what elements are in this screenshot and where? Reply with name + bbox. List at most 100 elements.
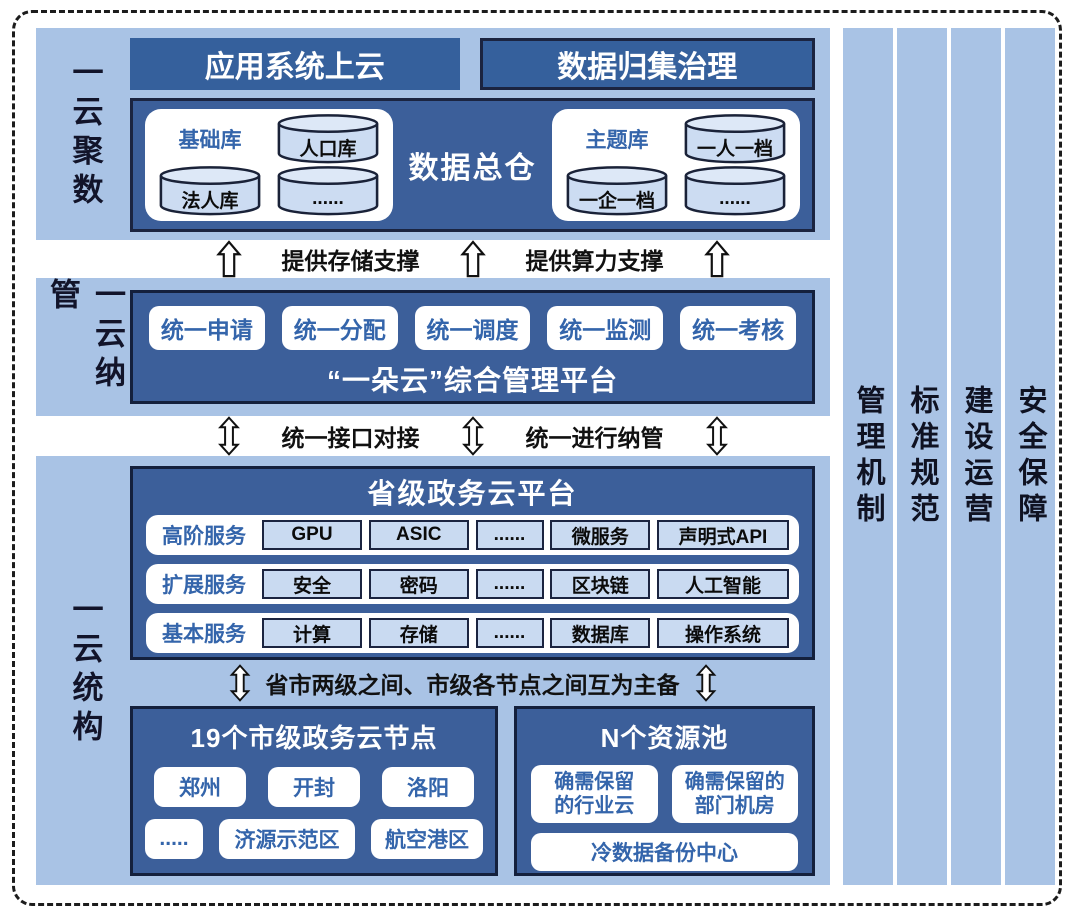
pillar-standards-norms: 标准规范 <box>897 28 947 885</box>
advanced-services-label: 高阶服务 <box>162 525 246 548</box>
base-database-group: 基础库 人口库 法人库 <box>145 109 393 221</box>
unified-assess-button: 统一考核 <box>680 306 796 350</box>
compute-support-label: 提供算力支撑 <box>525 248 664 274</box>
service-item: ASIC <box>368 520 469 550</box>
city-node: 洛阳 <box>382 767 474 807</box>
resource-pools-panel: N个资源池 确需保留 的行业云 确需保留的 部门机房 冷数据备份中心 <box>514 706 815 876</box>
section-cloud-unified-management: 一云纳管 统一申请 统一分配 统一调度 统一监测 统一考核 “一朵云”综合管理平… <box>36 278 830 416</box>
unified-allocate-button: 统一分配 <box>281 306 398 350</box>
section-cloud-unified-structure: 一云统构 省级政务云平台 高阶服务 GPU ASIC ...... 微服务 声明… <box>36 456 830 885</box>
section-side-label: 一云纳管 <box>45 278 125 395</box>
unified-manage-label: 统一进行纳管 <box>525 425 664 451</box>
service-item-ellipsis: ...... <box>475 569 544 599</box>
service-items: 安全 密码 ...... 区块链 人工智能 <box>262 569 789 599</box>
pillar-label: 标准规范 <box>906 384 938 529</box>
one-cloud-platform-title: “一朵云”综合管理平台 <box>326 365 618 396</box>
city-nodes-title: 19个市级政务云节点 <box>190 723 438 753</box>
resource-pool-row: 确需保留 的行业云 确需保留的 部门机房 <box>531 765 798 823</box>
primary-backup-sync-row: 省市两级之间、市级各节点之间互为主备 <box>130 664 815 702</box>
data-collection-governance-header: 数据归集治理 <box>479 38 815 90</box>
cylinder-icon <box>684 166 786 216</box>
data-warehouse-panel: 基础库 人口库 法人库 <box>130 98 815 232</box>
cylinder-label: ...... <box>719 188 751 209</box>
unified-buttons-row: 统一申请 统一分配 统一调度 统一监测 统一考核 <box>149 306 796 350</box>
app-system-to-cloud-header: 应用系统上云 <box>130 38 460 90</box>
pillar-management-mechanism: 管理机制 <box>843 28 893 885</box>
unified-apply-button: 统一申请 <box>149 306 265 350</box>
city-cloud-nodes-panel: 19个市级政务云节点 郑州 开封 洛阳 ..... 济源示范区 航空港区 <box>130 706 498 876</box>
city-node: 开封 <box>268 767 360 807</box>
city-node: 济源示范区 <box>219 819 355 859</box>
service-items: 计算 存储 ...... 数据库 操作系统 <box>262 618 789 648</box>
storage-support-label: 提供存储支撑 <box>281 248 420 274</box>
city-row: 郑州 开封 洛阳 <box>133 767 495 807</box>
cylinder-label: 一人一档 <box>696 138 773 160</box>
retained-industry-cloud: 确需保留 的行业云 <box>531 765 658 823</box>
pillar-construction-operation: 建设运营 <box>951 28 1001 885</box>
pillar-label: 安全保障 <box>1014 384 1046 529</box>
service-item: 操作系统 <box>657 618 789 648</box>
up-arrow-icon <box>215 240 242 278</box>
pillar-security-assurance: 安全保障 <box>1005 28 1055 885</box>
double-arrow-icon <box>217 416 240 456</box>
theme-database-group: 主题库 一人一档 一企一档 <box>552 109 800 221</box>
provincial-cloud-platform-panel: 省级政务云平台 高阶服务 GPU ASIC ...... 微服务 声明式API … <box>130 466 815 660</box>
database-cylinder: ...... <box>274 165 382 217</box>
storage-compute-support-row: 提供存储支撑 提供算力支撑 <box>130 239 815 279</box>
cylinder-icon <box>566 166 668 216</box>
double-arrow-icon <box>695 664 716 702</box>
interface-connect-row: 统一接口对接 统一进行纳管 <box>130 416 815 456</box>
database-cylinder: 一人一档 <box>681 113 789 165</box>
service-item: 声明式API <box>657 520 789 550</box>
cold-data-backup-center: 冷数据备份中心 <box>531 833 798 871</box>
unified-monitor-button: 统一监测 <box>547 306 664 350</box>
database-cylinder: 一企一档 <box>563 165 671 217</box>
double-arrow-icon <box>705 416 728 456</box>
cylinder-label: 法人库 <box>181 190 239 212</box>
cylinder-icon <box>277 166 379 216</box>
service-item: GPU <box>262 520 362 550</box>
data-warehouse-title: 数据总仓 <box>408 152 537 185</box>
city-node: 郑州 <box>154 767 246 807</box>
dashed-outer-border <box>12 10 1062 906</box>
advanced-services-row: 高阶服务 GPU ASIC ...... 微服务 声明式API <box>146 515 799 555</box>
base-db-label: 基础库 <box>178 129 242 152</box>
service-item: 密码 <box>368 569 469 599</box>
service-item: 安全 <box>262 569 362 599</box>
interface-connect-label: 统一接口对接 <box>281 425 420 451</box>
service-items: GPU ASIC ...... 微服务 声明式API <box>262 520 789 550</box>
service-item-ellipsis: ...... <box>475 520 544 550</box>
basic-services-row: 基本服务 计算 存储 ...... 数据库 操作系统 <box>146 613 799 653</box>
city-node-ellipsis: ..... <box>145 819 203 859</box>
extended-services-label: 扩展服务 <box>162 574 246 597</box>
service-item: 区块链 <box>550 569 651 599</box>
section-side-label: 一云统构 <box>67 592 103 749</box>
cylinder-label: 人口库 <box>299 138 357 160</box>
theme-db-label: 主题库 <box>585 129 649 152</box>
service-item-ellipsis: ...... <box>475 618 544 648</box>
city-row: ..... 济源示范区 航空港区 <box>133 819 495 859</box>
resource-pools-title: N个资源池 <box>600 723 729 753</box>
retained-department-room: 确需保留的 部门机房 <box>671 765 798 823</box>
cylinder-label: 一企一档 <box>578 190 655 212</box>
section1-header-row: 应用系统上云 数据归集治理 <box>130 38 815 90</box>
city-node: 航空港区 <box>371 819 483 859</box>
service-item: 存储 <box>368 618 469 648</box>
pillar-label: 管理机制 <box>852 384 884 529</box>
unified-schedule-button: 统一调度 <box>414 306 531 350</box>
resource-pool-row: 冷数据备份中心 <box>531 833 798 871</box>
service-item: 数据库 <box>550 618 651 648</box>
database-cylinder: 人口库 <box>274 113 382 165</box>
service-item: 微服务 <box>550 520 651 550</box>
double-arrow-icon <box>461 416 484 456</box>
provincial-platform-title: 省级政务云平台 <box>367 478 578 509</box>
section-cloud-data-aggregation: 一云聚数 应用系统上云 数据归集治理 基础库 人口库 <box>36 28 830 240</box>
cylinder-label: ...... <box>312 188 344 209</box>
basic-services-label: 基本服务 <box>162 623 246 646</box>
cylinder-icon <box>277 114 379 164</box>
cylinder-icon <box>159 166 261 216</box>
up-arrow-icon <box>459 240 486 278</box>
cylinder-icon <box>684 114 786 164</box>
cloud-management-platform-panel: 统一申请 统一分配 统一调度 统一监测 统一考核 “一朵云”综合管理平台 <box>130 290 815 404</box>
